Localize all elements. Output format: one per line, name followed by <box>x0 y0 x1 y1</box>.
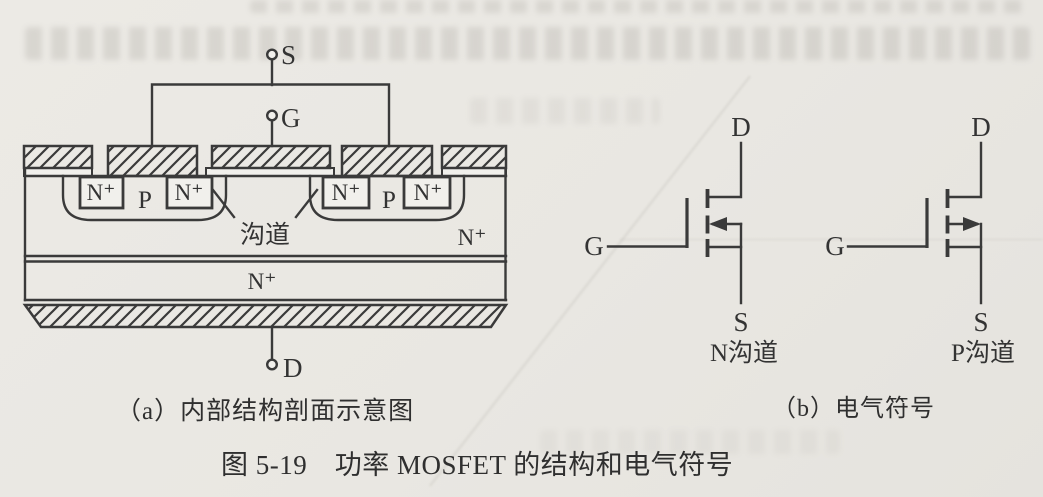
n-plus-label: N⁺ <box>414 180 443 205</box>
p-well-right <box>308 174 466 222</box>
gate-label: G <box>584 231 604 261</box>
gate-label: G <box>825 231 845 261</box>
n-plus-source-region <box>321 175 371 210</box>
drain-lead <box>708 141 743 199</box>
drain-label: D <box>971 112 991 142</box>
figure-caption: 图 5-19 功率 MOSFET 的结构和电气符号 <box>221 450 734 480</box>
source-bus-wire <box>150 83 391 148</box>
channel-leader-tick <box>211 188 236 219</box>
source-metal-left <box>106 144 199 178</box>
n-plus-source-region <box>165 175 214 210</box>
gate-metal <box>210 144 332 170</box>
channel-label: 沟道 <box>240 221 290 249</box>
body-arrow-out <box>963 217 981 231</box>
source-label: S <box>973 307 988 337</box>
n-plus-label: N⁺ <box>175 180 204 205</box>
channel-leader-tick <box>294 188 319 219</box>
substrate-region-label: N⁺ <box>248 269 277 294</box>
p-body-label: P <box>382 187 396 214</box>
drain-lead <box>948 141 983 199</box>
n-plus-label: N⁺ <box>87 180 116 205</box>
field-metal-right <box>440 144 508 170</box>
drift-region-label: N⁺ <box>458 225 487 250</box>
body-arrow-in <box>709 217 727 231</box>
p-channel-mosfet-symbol: D G S P沟道 <box>825 112 1015 367</box>
p-channel-caption: P沟道 <box>951 339 1015 367</box>
drain-label: D <box>731 112 751 142</box>
n-channel-mosfet-symbol: D G S N沟道 <box>584 112 778 367</box>
panel-a-caption: （a）内部结构剖面示意图 <box>116 398 415 425</box>
source-terminal-node <box>266 48 279 61</box>
gate-terminal-node <box>266 109 279 122</box>
source-label: S <box>733 307 748 337</box>
n-plus-source-region <box>78 175 125 210</box>
gate-terminal-label: G <box>281 103 301 133</box>
source-terminal-label: S <box>281 40 296 70</box>
p-body-label: P <box>138 187 152 214</box>
mosfet-cross-section: S G <box>22 40 509 383</box>
n-plus-label: N⁺ <box>332 180 361 205</box>
source-metal-right <box>340 144 434 178</box>
drain-metal <box>22 303 509 329</box>
n-channel-caption: N沟道 <box>710 339 778 367</box>
n-plus-source-region <box>402 175 452 210</box>
drain-terminal-label: D <box>283 353 303 383</box>
panel-b-caption: （b）电气符号 <box>772 396 935 422</box>
field-metal-left <box>22 144 94 170</box>
drain-terminal-node <box>266 358 279 371</box>
